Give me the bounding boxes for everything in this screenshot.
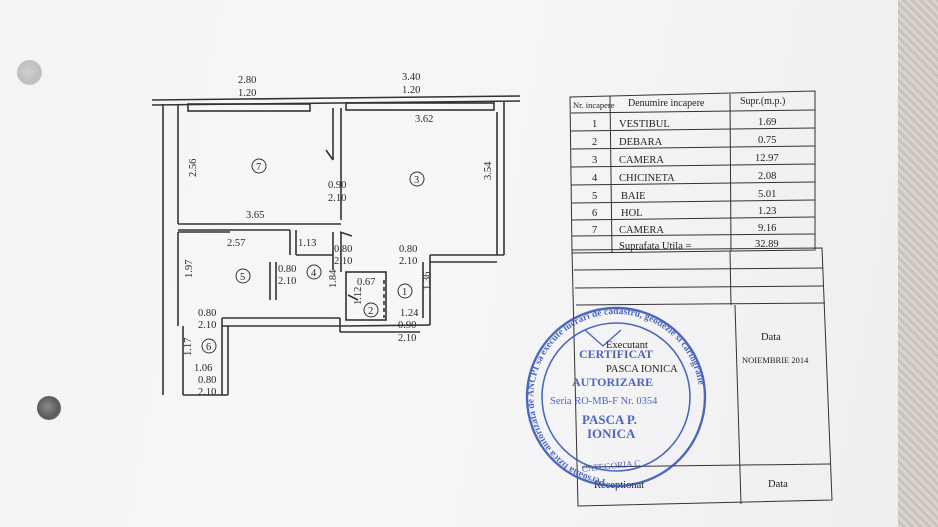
executant-name: PASCA IONICA <box>606 364 678 375</box>
room2-number: 2 <box>368 306 373 317</box>
room3-height: 3.54 <box>483 161 494 180</box>
date-value: NOIEMBRIE 2014 <box>742 355 809 365</box>
row7-area: 9.16 <box>758 223 776 234</box>
background-carpet <box>898 0 938 527</box>
room5-marker <box>235 268 251 284</box>
room2-height: 1.12 <box>353 287 364 305</box>
room4-height: 1.84 <box>328 269 339 288</box>
room4-marker <box>306 264 322 280</box>
room2-width: 0.67 <box>357 277 375 288</box>
top-opening-left: 1.20 <box>238 88 256 99</box>
room5-number: 5 <box>240 272 245 283</box>
row6-area: 1.23 <box>758 206 776 217</box>
header-nr: Nr. incapere <box>573 100 615 110</box>
room7-number: 7 <box>256 162 261 173</box>
room3-marker <box>409 171 425 187</box>
total-label: Suprafata Utila = <box>619 241 691 252</box>
room1-number: 1 <box>402 287 407 298</box>
stamp-serial: Seria RO-MB-F Nr. 0354 <box>550 396 658 407</box>
room6-number: 6 <box>206 342 211 353</box>
date-label: Data <box>761 332 781 343</box>
room1-marker <box>397 283 413 299</box>
row4-nr: 4 <box>592 173 598 184</box>
room3-width: 3.62 <box>415 114 433 125</box>
row2-nr: 2 <box>592 137 597 148</box>
top-opening-right: 1.20 <box>402 85 420 96</box>
door5-height: 2.10 <box>278 276 296 287</box>
plan-labels: 2.80 1.20 3.40 1.20 2.56 7 3.65 0.90 2.1… <box>183 72 494 398</box>
top-width-left: 2.80 <box>238 75 256 86</box>
row4-name: CHICINETA <box>619 173 675 184</box>
floor-plan <box>151 95 521 396</box>
row2-name: DEBARA <box>619 137 663 148</box>
door4-height: 2.10 <box>334 256 352 267</box>
header-name: Denumire incapere <box>628 98 705 109</box>
room7-width: 3.65 <box>246 210 264 221</box>
authorization-stamp: Persoana fizica autorizata de ANCPI sa e… <box>525 306 707 488</box>
row1-name: VESTIBUL <box>619 119 670 130</box>
door6b-width: 0.80 <box>198 375 216 386</box>
row7-name: CAMERA <box>619 225 664 236</box>
door4-width: 0.80 <box>334 244 352 255</box>
row5-nr: 5 <box>592 191 597 202</box>
row3-area: 12.97 <box>755 153 779 164</box>
row5-name: BAIE <box>621 191 646 202</box>
room5-width: 2.57 <box>227 238 245 249</box>
door7-width: 0.90 <box>328 180 346 191</box>
door7-height: 2.10 <box>328 193 346 204</box>
stamp-line1: CERTIFICAT <box>579 347 653 361</box>
room2-marker <box>363 302 379 318</box>
room6-marker <box>201 338 217 354</box>
door6b-height: 2.10 <box>198 387 216 398</box>
executant-label: Executant <box>606 340 648 351</box>
door6-height: 2.10 <box>198 320 216 331</box>
door6-width: 0.80 <box>198 308 216 319</box>
stamp-name1: PASCA P. <box>582 412 637 427</box>
row1-nr: 1 <box>592 119 597 130</box>
top-width-right: 3.40 <box>402 72 420 83</box>
document-page <box>0 0 915 527</box>
row3-nr: 3 <box>592 155 597 166</box>
room7-height: 2.56 <box>188 159 199 177</box>
stamp-line2: AUTORIZARE <box>572 375 653 389</box>
header-area: Supr.(m.p.) <box>740 96 785 107</box>
room6-height: 1.17 <box>183 338 194 356</box>
row6-nr: 6 <box>592 208 597 219</box>
total-value: 32.89 <box>755 239 779 250</box>
rooms-table <box>569 90 833 507</box>
punch-hole-top <box>17 60 42 85</box>
room3-number: 3 <box>414 175 419 186</box>
door5-width: 0.80 <box>278 264 296 275</box>
door3-height: 2.10 <box>399 256 417 267</box>
room5-height: 1.97 <box>184 260 195 278</box>
door1-width: 0.90 <box>398 320 416 331</box>
room6-width: 1.06 <box>194 363 212 374</box>
row5-area: 5.01 <box>758 189 776 200</box>
room4-width: 1.13 <box>298 238 316 249</box>
door3-width: 0.80 <box>399 244 417 255</box>
room4-number: 4 <box>311 268 317 279</box>
row6-name: HOL <box>621 208 643 219</box>
door1-height: 2.10 <box>398 333 416 344</box>
punch-hole-bottom <box>37 396 61 420</box>
date2-label: Data <box>768 479 788 490</box>
room1-height: 1.36 <box>422 272 433 290</box>
row4-area: 2.08 <box>758 171 776 182</box>
room1-width: 1.24 <box>400 308 419 319</box>
row2-area: 0.75 <box>758 135 776 146</box>
room7-marker <box>251 158 267 174</box>
row3-name: CAMERA <box>619 155 664 166</box>
row7-nr: 7 <box>592 225 597 236</box>
row1-area: 1.69 <box>758 117 776 128</box>
stamp-name2: IONICA <box>587 426 636 441</box>
